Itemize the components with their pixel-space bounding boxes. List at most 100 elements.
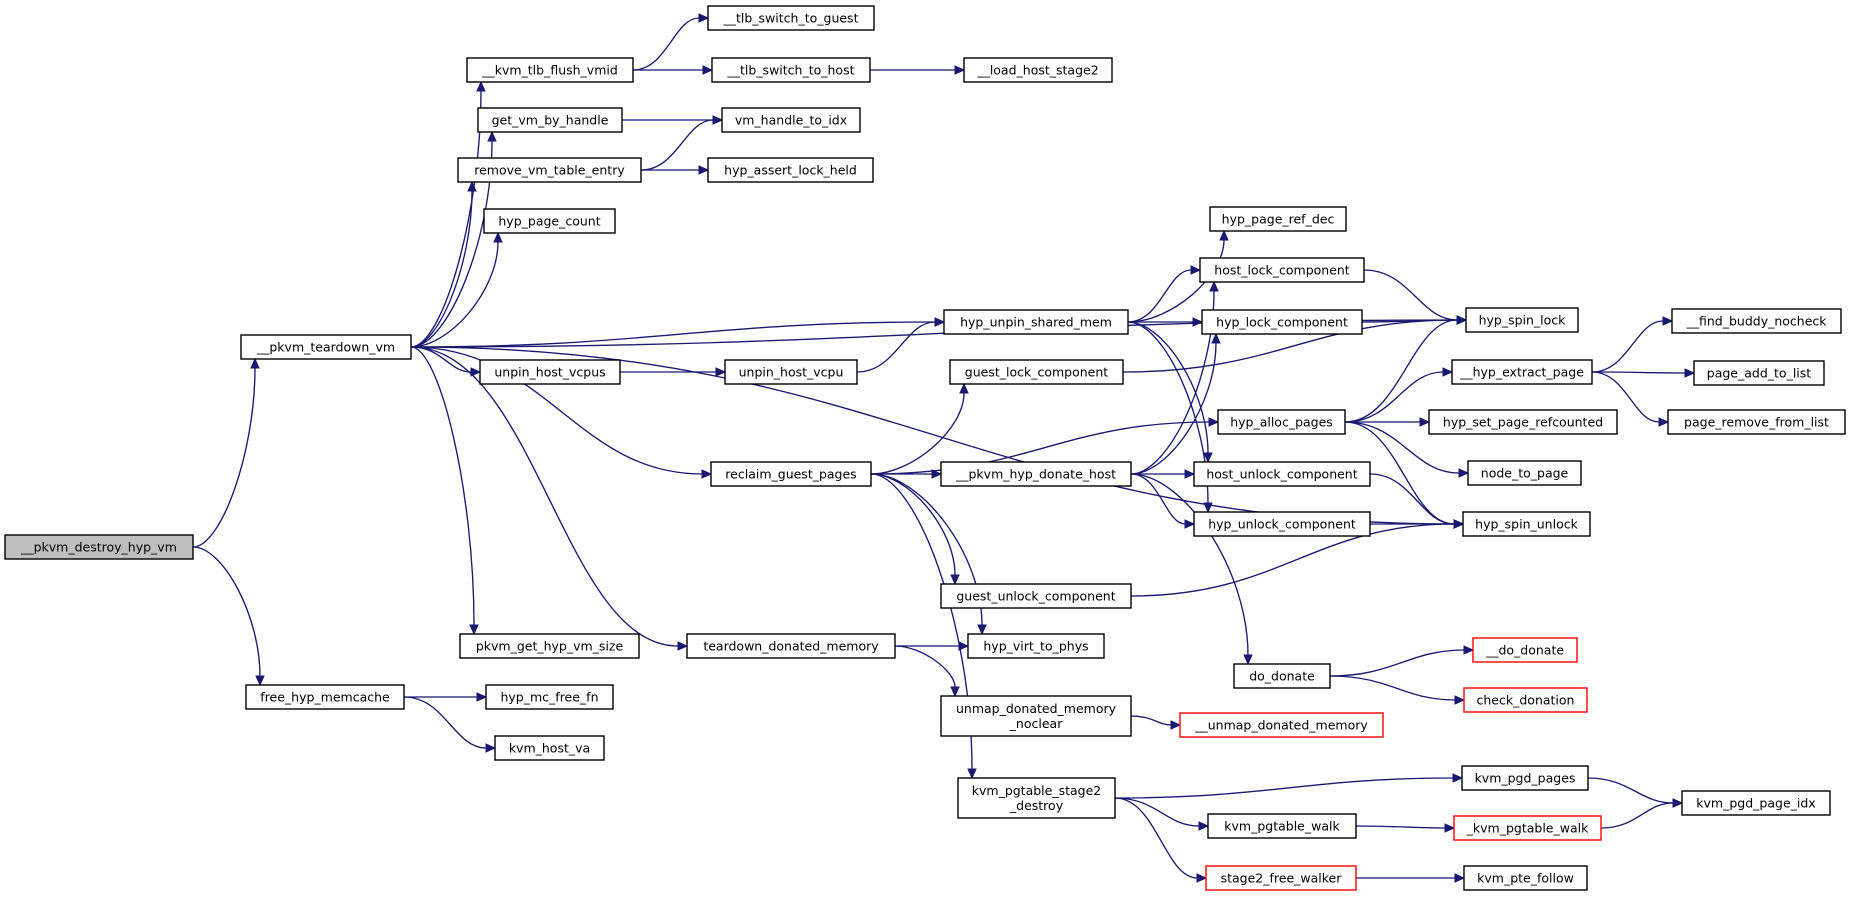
- node-free-hyp-memcache[interactable]: free_hyp_memcache: [245, 684, 405, 710]
- node-kvm-pgd-page-idx[interactable]: kvm_pgd_page_idx: [1681, 790, 1831, 816]
- node-unpin-host-vcpu[interactable]: unpin_host_vcpu: [724, 359, 858, 385]
- node-teardown-vm[interactable]: __pkvm_teardown_vm: [240, 334, 412, 360]
- node-box: [1671, 308, 1842, 334]
- node-remove-vm-table-entry[interactable]: remove_vm_table_entry: [457, 157, 642, 183]
- node-label: hyp_assert_lock_held: [724, 163, 857, 178]
- node-label: page_add_to_list: [1707, 366, 1812, 381]
- node-node-to-page[interactable]: node_to_page: [1467, 460, 1582, 486]
- node-host-lock-component[interactable]: host_lock_component: [1199, 257, 1365, 283]
- node-tlb-switch-to-host[interactable]: __tlb_switch_to_host: [711, 57, 871, 83]
- node-hyp-lock-component[interactable]: hyp_lock_component: [1201, 309, 1363, 335]
- node-unmap-donated-memory[interactable]: __unmap_donated_memory: [1179, 712, 1384, 738]
- node-do-donate-inner[interactable]: __do_donate: [1472, 637, 1578, 663]
- node-kvm-pte-follow[interactable]: kvm_pte_follow: [1463, 865, 1588, 891]
- node-box: [967, 633, 1105, 659]
- node-hyp-page-ref-dec[interactable]: hyp_page_ref_dec: [1209, 206, 1347, 232]
- edge-pkvm_hyp_donate_host-to-hyp_unlock_component: [1130, 473, 1196, 529]
- node-unmap-donated-memory-noclear[interactable]: unmap_donated_memory_noclear: [940, 695, 1132, 737]
- edge-hyp_alloc_pages-to-hyp_spin_lock: [1344, 315, 1468, 423]
- node-label: __pkvm_hyp_donate_host: [955, 467, 1116, 482]
- edge-line: [1369, 473, 1455, 525]
- edge-line: [403, 696, 487, 749]
- node-box: [245, 684, 405, 710]
- edge-reclaim_guest_pages-to-hyp_alloc_pages: [870, 417, 1220, 475]
- edge-pkvm_hyp_donate_host-to-hyp_lock_component: [1130, 332, 1221, 475]
- node-hyp-alloc-pages[interactable]: hyp_alloc_pages: [1217, 409, 1346, 435]
- node-host-unlock-component[interactable]: host_unlock_component: [1193, 461, 1371, 487]
- edge-free_hyp_memcache-to-kvm_host_va: [403, 696, 497, 753]
- node-box: [963, 57, 1113, 83]
- node-hyp-spin-unlock[interactable]: hyp_spin_unlock: [1462, 511, 1591, 537]
- node-find-buddy-nocheck[interactable]: __find_buddy_nocheck: [1671, 308, 1842, 334]
- node-kvm-pgtable-stage2-destroy[interactable]: kvm_pgtable_stage2_destroy: [957, 777, 1116, 819]
- node-label: __pkvm_destroy_hyp_vm: [20, 540, 177, 555]
- arrowhead: [1209, 280, 1219, 292]
- node-page-remove-from-list[interactable]: page_remove_from_list: [1667, 409, 1846, 435]
- node-do-donate[interactable]: do_donate: [1233, 663, 1331, 689]
- node-root[interactable]: __pkvm_destroy_hyp_vm: [4, 534, 194, 560]
- edge-line: [856, 321, 936, 373]
- node-get-vm-by-handle[interactable]: get_vm_by_handle: [477, 107, 623, 133]
- node-kvm-pgtable-walk[interactable]: kvm_pgtable_walk: [1207, 813, 1357, 839]
- node-box: [1667, 409, 1846, 435]
- node-kvm-host-va[interactable]: kvm_host_va: [494, 735, 605, 761]
- node-kvm-tlb-flush-vmid[interactable]: __kvm_tlb_flush_vmid: [466, 57, 634, 83]
- node-label: unpin_host_vcpus: [494, 365, 605, 380]
- node-label: kvm_pgd_page_idx: [1696, 796, 1815, 811]
- node-label: unpin_host_vcpu: [739, 365, 844, 380]
- node-label: host_unlock_component: [1206, 467, 1357, 482]
- node-box: [1207, 813, 1357, 839]
- edge-teardown_vm-to-kvm_tlb_flush_vmid: [410, 80, 486, 348]
- edge-kvm_pgtable_stage2_destroy-to-kvm_pgtable_walk: [1114, 797, 1210, 831]
- node-guest-lock-component[interactable]: guest_lock_component: [949, 359, 1124, 385]
- edge-hyp_alloc_pages-to-hyp_spin_unlock: [1344, 421, 1465, 529]
- arrowhead: [1208, 417, 1220, 427]
- node-reclaim-guest-pages[interactable]: reclaim_guest_pages: [710, 461, 872, 487]
- node-tlb-switch-to-guest[interactable]: __tlb_switch_to_guest: [707, 5, 875, 31]
- node-guest-unlock-component[interactable]: guest_unlock_component: [940, 583, 1132, 609]
- node-hyp-unlock-component[interactable]: hyp_unlock_component: [1193, 511, 1371, 537]
- node-kvm-pgd-pages[interactable]: kvm_pgd_pages: [1461, 765, 1589, 791]
- arrowhead: [250, 357, 260, 369]
- node-box: [943, 309, 1129, 335]
- edge-line: [1127, 321, 1209, 454]
- node-hyp-mc-free-fn[interactable]: hyp_mc_free_fn: [485, 684, 614, 710]
- edge-line: [1344, 421, 1455, 525]
- node-page-add-to-list[interactable]: page_add_to_list: [1693, 360, 1825, 386]
- edge-remove_vm_table_entry-to-hyp_assert_lock_held: [641, 165, 710, 175]
- arrowhead: [712, 115, 724, 125]
- edge-do_donate-to-do_donate_inner: [1329, 645, 1475, 677]
- node-box: [1209, 206, 1347, 232]
- arrowhead: [1219, 229, 1229, 241]
- node-label: node_to_page: [1481, 466, 1569, 481]
- node-vm-handle-to-idx[interactable]: vm_handle_to_idx: [721, 107, 861, 133]
- node-label: kvm_pgtable_stage2: [972, 783, 1102, 798]
- node-pkvm-get-hyp-vm-size[interactable]: pkvm_get_hyp_vm_size: [459, 633, 640, 659]
- node-box: [459, 633, 640, 659]
- edge-stage2_free_walker-to-kvm_pte_follow: [1356, 873, 1466, 883]
- node-box: [1428, 409, 1618, 435]
- node-pkvm-hyp-donate-host[interactable]: __pkvm_hyp_donate_host: [940, 461, 1132, 487]
- node-stage2-free-walker[interactable]: stage2_free_walker: [1205, 865, 1357, 891]
- node-label: host_lock_component: [1214, 263, 1350, 278]
- node-hyp-assert-lock-held[interactable]: hyp_assert_lock_held: [707, 157, 874, 183]
- node-hyp-set-page-refcounted[interactable]: hyp_set_page_refcounted: [1428, 409, 1618, 435]
- node-hyp-extract-page[interactable]: __hyp_extract_page: [1451, 359, 1593, 385]
- node-hyp-page-count[interactable]: hyp_page_count: [483, 208, 616, 234]
- node-hyp-spin-lock[interactable]: hyp_spin_lock: [1465, 307, 1579, 333]
- node-hyp-virt-to-phys[interactable]: hyp_virt_to_phys: [967, 633, 1105, 659]
- edge-line: [1329, 675, 1456, 701]
- node-check-donation[interactable]: check_donation: [1463, 687, 1588, 713]
- edge-line: [640, 119, 714, 171]
- node-kvm-pgtable-walk-inner[interactable]: _kvm_pgtable_walk: [1453, 815, 1602, 841]
- node-box: [940, 695, 1132, 737]
- node-label: free_hyp_memcache: [260, 690, 390, 705]
- node-hyp-unpin-shared-mem[interactable]: hyp_unpin_shared_mem: [943, 309, 1129, 335]
- node-label: pkvm_get_hyp_vm_size: [476, 639, 624, 654]
- node-load-host-stage2[interactable]: __load_host_stage2: [963, 57, 1113, 83]
- arrowhead: [1458, 468, 1470, 478]
- arrowhead: [934, 317, 946, 327]
- node-unpin-host-vcpus[interactable]: unpin_host_vcpus: [479, 359, 621, 385]
- node-teardown-donated-memory[interactable]: teardown_donated_memory: [686, 633, 896, 659]
- node-label: hyp_spin_unlock: [1475, 517, 1578, 532]
